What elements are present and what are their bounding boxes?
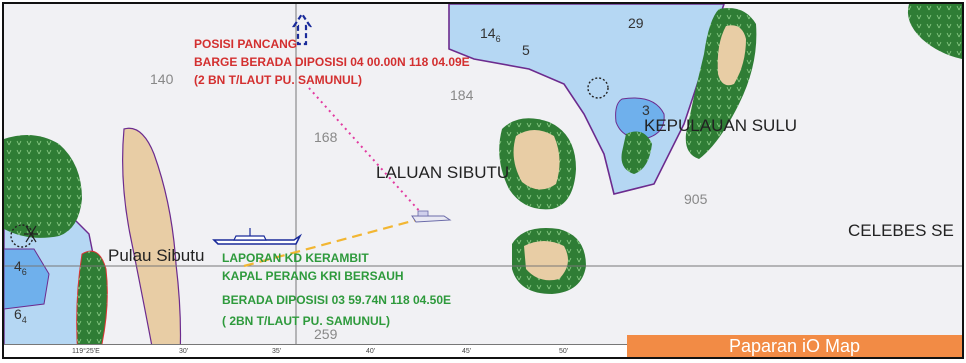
scale-label: 50' [559,348,569,355]
pancang-title: POSISI PANCANG [194,37,298,51]
barge-icon[interactable] [411,210,452,223]
depth-5: 5 [522,42,530,58]
label-pulau-sibutu: Pulau Sibutu [108,246,205,265]
depth-14: 146 [480,25,501,44]
laporan-line2: BERADA DIPOSISI 03 59.74N 118 04.50E [222,293,452,307]
shallow-water-west-inner [4,248,50,310]
depth-905: 905 [684,191,708,207]
barge-marker [291,12,313,46]
island-long-west [122,127,182,357]
map-banner: Paparan iO Map [627,335,962,357]
pancang-line1: BARGE BERADA DIPOSISI 04 00.00N 118 04.0… [194,55,470,69]
depth-3: 3 [642,102,650,118]
island-laluan-sibutu [499,118,576,210]
label-laluan-sibutu: LALUAN SIBUTU [376,163,510,182]
depth-29: 29 [628,15,644,31]
island-pulau-sibutu [76,250,108,357]
island-northeast [907,4,962,59]
scale-label: 45' [462,348,472,355]
kri-leader-line [243,218,417,268]
island-south [512,228,586,294]
laporan-line1: KAPAL PERANG KRI BERSAUH [222,269,404,283]
island-sulu-small [621,131,652,174]
reef-marker [587,77,609,99]
label-kepulauan-sulu: KEPULAUAN SULU [644,116,798,135]
pancang-line2: (2 BN T/LAUT PU. SAMUNUL) [194,73,362,87]
label-celebes-sea: CELEBES SE [848,221,954,240]
depth-6: 64 [14,306,27,325]
island-northwest [4,135,82,238]
depth-184: 184 [450,87,474,103]
depth-168: 168 [314,129,338,145]
reef-marker-west [10,224,34,248]
pancang-leader-line [308,87,423,215]
depth-140: 140 [150,71,174,87]
wreck-symbol [24,225,38,243]
scale-label: 40' [366,348,376,355]
island-sulu-east [685,8,757,159]
depth-259: 259 [314,326,338,342]
nautical-chart[interactable] [4,4,962,357]
laporan-line3: ( 2BN T/LAUT PU. SAMUNUL) [222,314,390,328]
scale-label: 119°25'E [72,348,100,355]
chart-frame[interactable]: POSISI PANCANG BARGE BERADA DIPOSISI 04 … [2,2,964,359]
warship-icon[interactable] [212,228,303,245]
scale-label: 35' [272,348,282,355]
depth-4: 46 [14,258,27,277]
scale-label: 30' [179,348,189,355]
laporan-title: LAPORAN KD KERAMBIT [222,251,369,265]
